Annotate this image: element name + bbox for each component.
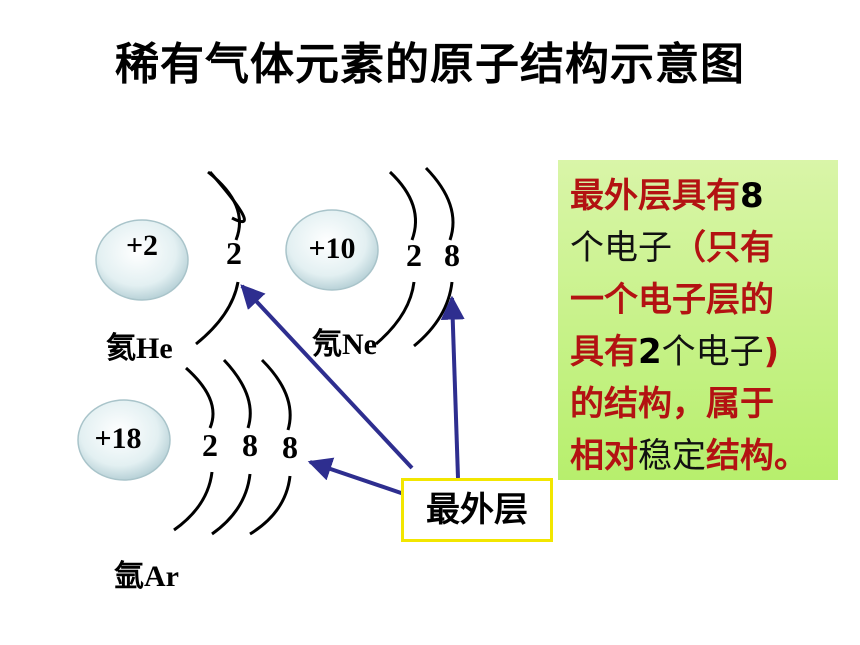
shell-arc-neon-2-top xyxy=(424,166,455,241)
arrow-to-argon xyxy=(307,457,405,496)
nucleus-charge-argon: +18 xyxy=(94,422,141,455)
nucleus-neon xyxy=(285,209,379,291)
shell-arc-argon-2-top xyxy=(222,358,252,429)
shell-electrons-argon-1: 2 xyxy=(202,427,218,463)
shell-arc-argon-2-bottom xyxy=(211,473,252,536)
shell-electrons-neon-1: 2 xyxy=(406,237,422,273)
shell-electrons-argon-3: 8 xyxy=(282,429,298,465)
info-box: 最外层具有8 个电子（只有 一个电子层的 具有2个电子) 的结构，属于 相对稳定… xyxy=(558,160,838,480)
nucleus-charge-helium: +2 xyxy=(126,229,158,262)
shell-arc-helium-1-bottom xyxy=(195,281,240,346)
element-label-helium: 氦He xyxy=(106,332,173,365)
arrow-to-neon xyxy=(440,295,465,479)
info-line-2: 个电子（只有 xyxy=(570,228,774,268)
shell-electrons-helium-1: 2 xyxy=(226,235,242,271)
atom-argon: +18 2 8 8 氩Ar xyxy=(77,358,298,593)
atom-neon: +10 2 8 氖Ne xyxy=(285,166,460,361)
nucleus-argon xyxy=(77,399,171,481)
info-line-5: 的结构，属于 xyxy=(570,384,774,424)
shell-arc-neon-1-bottom xyxy=(375,281,416,346)
info-line-1: 最外层具有8 xyxy=(570,176,764,216)
shell-arc-argon-1-top xyxy=(185,366,215,429)
shell-arc-helium-1-top xyxy=(207,170,241,241)
info-line-6: 相对稳定结构。 xyxy=(570,436,808,476)
shell-electrons-argon-2: 8 xyxy=(242,427,258,463)
shell-arc-neon-1-top xyxy=(388,170,417,241)
nucleus-helium xyxy=(95,219,189,301)
outermost-shell-callout: 最外层 xyxy=(401,478,553,542)
element-label-argon: 氩Ar xyxy=(114,560,179,593)
page-title: 稀有气体元素的原子结构示意图 xyxy=(115,39,745,90)
arrow-to-helium xyxy=(240,284,414,470)
element-label-neon: 氖Ne xyxy=(312,328,377,361)
shell-electrons-neon-2: 8 xyxy=(444,237,460,273)
shell-arc-neon-2-bottom xyxy=(413,281,454,348)
info-line-4: 具有2个电子) xyxy=(570,332,780,372)
nucleus-charge-neon: +10 xyxy=(308,232,355,265)
info-line-3: 一个电子层的 xyxy=(570,280,774,320)
shell-arc-argon-3-top xyxy=(260,358,292,431)
shell-arc-argon-1-bottom xyxy=(173,471,214,532)
atom-helium: +2 2 氦He xyxy=(95,170,246,365)
shell-arc-argon-3-bottom xyxy=(249,475,292,536)
